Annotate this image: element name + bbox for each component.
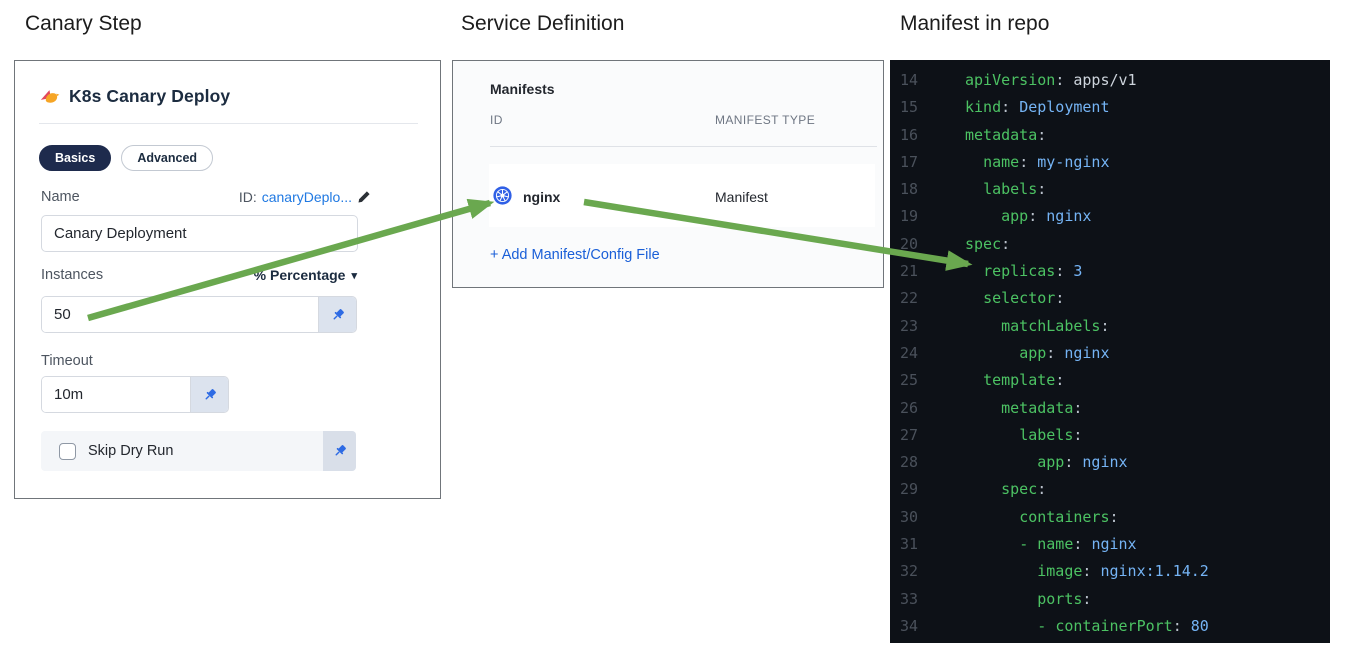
column-header-id: ID: [490, 113, 503, 127]
skip-dry-run-row: Skip Dry Run: [41, 431, 356, 471]
instances-label: Instances: [41, 267, 104, 283]
table-divider: [490, 146, 877, 147]
step-title: K8s Canary Deploy: [69, 85, 231, 106]
code-line: 31 - name: nginx: [900, 535, 1137, 554]
edit-pencil-icon[interactable]: [357, 190, 371, 204]
name-label: Name: [41, 189, 80, 205]
tab-advanced[interactable]: Advanced: [121, 145, 214, 171]
timeout-label: Timeout: [41, 353, 93, 369]
code-line: 23 matchLabels:: [900, 316, 1110, 335]
code-line: 21 replicas: 3: [900, 262, 1083, 281]
code-line: 25 template:: [900, 371, 1065, 390]
canary-step-card: K8s Canary Deploy Basics Advanced Name I…: [14, 60, 441, 499]
column-header-manifest-type: MANIFEST TYPE: [715, 113, 816, 127]
code-line: 18 labels:: [900, 180, 1047, 199]
panel-title-manifest-in-repo: Manifest in repo: [900, 12, 1050, 35]
code-line: 17 name: my-nginx: [900, 152, 1110, 171]
instances-unit-value: % Percentage: [253, 267, 346, 283]
manifest-type: Manifest: [715, 189, 768, 205]
manifests-section-title: Manifests: [490, 81, 555, 97]
panel-title-canary-step: Canary Step: [25, 12, 142, 35]
instances-unit-dropdown[interactable]: % Percentage ▾: [254, 267, 357, 283]
step-tabs: Basics Advanced: [39, 145, 214, 171]
code-line: 27 labels:: [900, 425, 1083, 444]
code-line: 19 app: nginx: [900, 207, 1092, 226]
add-manifest-link[interactable]: + Add Manifest/Config File: [490, 247, 660, 263]
service-definition-card: Manifests ID MANIFEST TYPE: [452, 60, 884, 288]
instances-input[interactable]: [42, 297, 318, 332]
timeout-input[interactable]: [42, 377, 190, 412]
step-id-link[interactable]: canaryDeplo...: [261, 189, 352, 205]
code-line: 33 ports:: [900, 589, 1092, 608]
panel-title-service-definition: Service Definition: [461, 12, 625, 35]
manifest-row[interactable]: nginx Manifest: [489, 164, 875, 227]
skip-dry-run-checkbox[interactable]: [59, 442, 76, 460]
skip-dry-run-label: Skip Dry Run: [88, 443, 174, 459]
code-line: 22 selector:: [900, 289, 1065, 308]
canary-bird-icon: [39, 85, 61, 107]
pin-button-instances[interactable]: [318, 297, 356, 332]
code-line: 30 containers:: [900, 507, 1119, 526]
code-line: 29 spec:: [900, 480, 1047, 499]
code-line: 34 - containerPort: 80: [900, 616, 1209, 635]
code-line: 32 image: nginx:1.14.2: [900, 562, 1209, 581]
pin-button-skip-dry-run[interactable]: [323, 431, 356, 471]
code-line: 24 app: nginx: [900, 343, 1110, 362]
name-input[interactable]: [41, 215, 358, 252]
chevron-down-icon: ▾: [351, 269, 357, 282]
code-line: 28 app: nginx: [900, 453, 1128, 472]
manifest-id: nginx: [523, 189, 561, 205]
kubernetes-icon: [493, 186, 512, 205]
step-id-prefix: ID:: [238, 189, 257, 205]
pin-button-timeout[interactable]: [190, 377, 228, 412]
tab-basics[interactable]: Basics: [39, 145, 112, 171]
divider: [39, 123, 418, 124]
code-line: 26 metadata:: [900, 398, 1083, 417]
